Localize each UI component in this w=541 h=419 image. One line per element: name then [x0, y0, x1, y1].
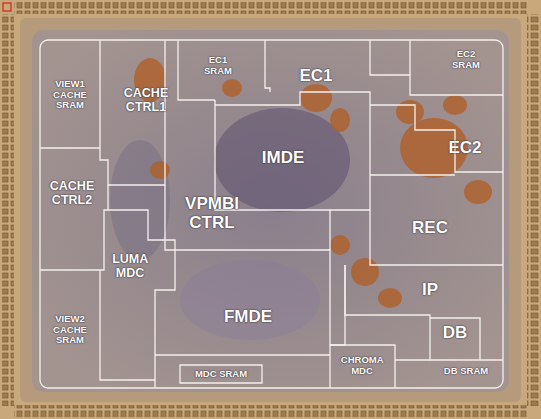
floorplan-block: IMDE: [260, 147, 307, 168]
floorplan-block: DB: [441, 322, 470, 343]
block-label: VIEW2 CACHE SRAM: [53, 314, 87, 346]
block-label: EC2: [448, 138, 481, 157]
block-label: IP: [422, 280, 438, 299]
block-label: MDC SRAM: [195, 369, 247, 380]
floorplan-lines: [40, 40, 503, 388]
block-label: REC: [412, 218, 448, 237]
block-label: DB: [443, 323, 468, 342]
die-core: [32, 30, 509, 392]
corner-mark: [3, 3, 11, 11]
floorplan-block: DB SRAM: [442, 365, 490, 378]
block-label: EC1 SRAM: [204, 55, 232, 76]
floorplan-block: FMDE: [222, 306, 274, 327]
pad-column: [2, 14, 14, 406]
floorplan-block: MDC SRAM: [193, 368, 249, 381]
floorplan-block: REC: [410, 217, 450, 238]
block-label: CACHE CTRL2: [50, 179, 94, 207]
pad-column: [527, 14, 539, 406]
floorplan-block: CHROMA MDC: [339, 354, 385, 377]
floorplan-block: IP: [420, 279, 440, 300]
block-label: DB SRAM: [444, 366, 488, 377]
block-label: VIEW1 CACHE SRAM: [53, 79, 87, 111]
block-label: VPMBI CTRL: [185, 194, 239, 232]
block-label: CHROMA MDC: [341, 355, 383, 376]
block-label: EC2 SRAM: [452, 49, 480, 70]
logic-area: [110, 140, 170, 260]
block-label: LUMA MDC: [112, 252, 148, 280]
floorplan-block: CACHE CTRL1: [122, 85, 170, 115]
logic-area: [180, 260, 320, 340]
floorplan-block: EC1: [297, 65, 334, 86]
pad-row: [14, 405, 528, 417]
floorplan-block: EC1 SRAM: [202, 54, 234, 77]
floorplan-block: CACHE CTRL2: [48, 178, 96, 208]
block-label: FMDE: [224, 307, 272, 326]
floorplan-block: VIEW2 CACHE SRAM: [51, 313, 89, 347]
floorplan-block: LUMA MDC: [110, 251, 150, 281]
pad-ring: [20, 18, 521, 402]
floorplan-block: VIEW1 CACHE SRAM: [51, 78, 89, 112]
floorplan-block: EC2: [446, 137, 483, 158]
block-label: IMDE: [262, 148, 305, 167]
floorplan-block: EC2 SRAM: [450, 48, 482, 71]
block-label: EC1: [299, 66, 332, 85]
block-label: CACHE CTRL1: [124, 86, 168, 114]
pad-row: [14, 2, 528, 14]
floorplan-block: VPMBI CTRL: [183, 193, 241, 233]
